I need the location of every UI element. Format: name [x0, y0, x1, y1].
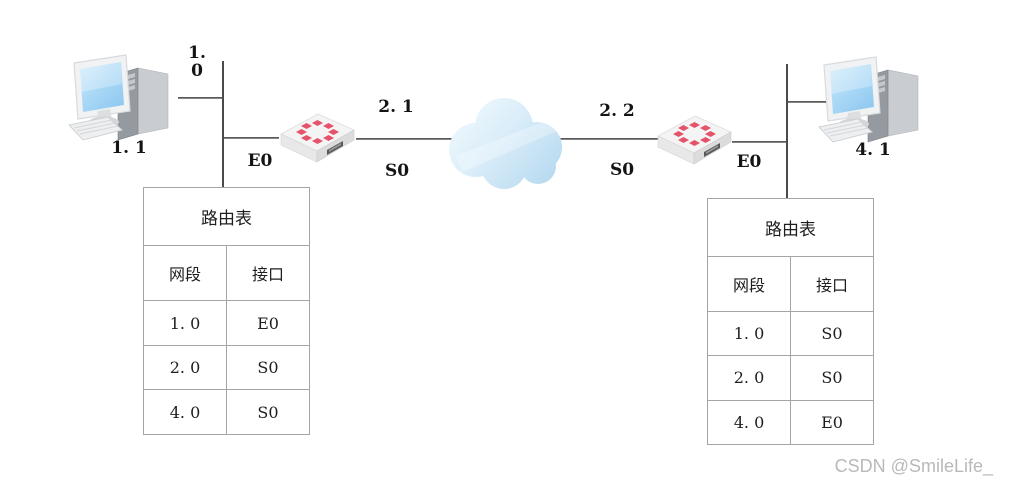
wire-lan-right-vertical	[786, 64, 788, 198]
table-cell-network: 4. 0	[707, 399, 791, 446]
table-row: 2. 0 S0	[707, 355, 874, 401]
desktop-pc-left-icon	[68, 54, 169, 141]
wire-lan-left-to-router	[224, 137, 279, 139]
csdn-watermark: CSDN @SmileLife_	[834, 456, 993, 476]
table-cell-interface: E0	[226, 300, 310, 346]
table-cell-interface: E0	[790, 399, 874, 446]
wire-lan-right-to-pc	[788, 101, 842, 103]
table-cell-network: 2. 0	[707, 355, 791, 401]
interface-e0-right-label: E0	[736, 152, 762, 172]
table-row: 4. 0 S0	[143, 389, 310, 435]
table-cell-interface: S0	[226, 389, 310, 435]
table-cell-network: 1. 0	[143, 300, 227, 346]
pc-left-address-label: 1. 1	[111, 138, 147, 158]
routing-table-left: 路由表 网段 接口 1. 0 E0 2. 0 S0 4. 0 S0	[143, 187, 310, 435]
network-1-label: 1.0	[182, 44, 212, 80]
routing-table-left-title: 路由表	[143, 187, 310, 246]
routing-table-left-header-interface: 接口	[226, 244, 310, 302]
table-row: 4. 0 E0	[707, 399, 874, 446]
table-cell-interface: S0	[226, 344, 310, 391]
table-cell-network: 1. 0	[707, 310, 791, 357]
link-left-address-label: 2. 1	[378, 97, 414, 117]
table-cell-network: 2. 0	[143, 344, 227, 391]
network-1-label-line1: 1.	[188, 43, 206, 63]
routing-table-right-title: 路由表	[707, 198, 874, 257]
routing-table-left-header-network: 网段	[143, 244, 227, 302]
pc-right-address-label: 4. 1	[855, 140, 891, 160]
routing-table-right-header-network: 网段	[707, 255, 791, 313]
router-left-icon	[280, 113, 355, 163]
network-1-label-line2: 0	[191, 61, 203, 81]
desktop-pc-right-icon	[818, 56, 919, 143]
table-row: 1. 0 S0	[707, 310, 874, 357]
link-right-address-label: 2. 2	[599, 101, 635, 121]
table-row: 2. 0 S0	[143, 344, 310, 391]
wire-pc-left-to-lan	[178, 97, 223, 99]
table-cell-interface: S0	[790, 310, 874, 357]
router-right-icon	[657, 115, 732, 165]
routing-table-right-header-interface: 接口	[790, 255, 874, 313]
table-cell-network: 4. 0	[143, 389, 227, 435]
wire-lan-left-vertical	[222, 61, 224, 187]
wire-router-right-to-lan	[732, 141, 787, 143]
table-cell-interface: S0	[790, 355, 874, 401]
interface-e0-left-label: E0	[247, 151, 273, 171]
wan-cloud-icon	[449, 98, 564, 189]
routing-table-right: 路由表 网段 接口 1. 0 S0 2. 0 S0 4. 0 E0	[707, 198, 874, 446]
interface-s0-right-label: S0	[609, 160, 635, 180]
table-row: 1. 0 E0	[143, 300, 310, 346]
interface-s0-left-label: S0	[384, 161, 410, 181]
